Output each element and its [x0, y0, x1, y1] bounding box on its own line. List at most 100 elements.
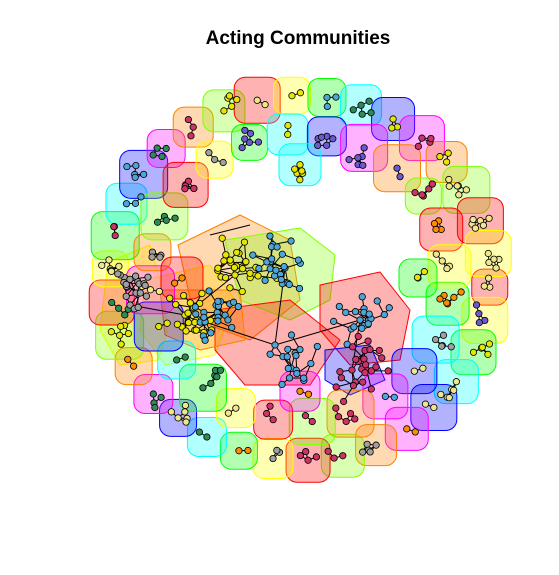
network-node: [190, 184, 198, 193]
network-node: [181, 401, 190, 409]
network-node: [444, 149, 452, 157]
network-node: [450, 386, 458, 394]
network-node: [203, 433, 211, 441]
network-node: [430, 219, 439, 228]
network-node: [149, 151, 157, 159]
network-node: [269, 454, 277, 463]
network-node: [296, 387, 304, 395]
network-node: [192, 310, 200, 318]
network-node: [342, 308, 350, 317]
network-node: [364, 320, 372, 328]
network-node: [214, 297, 222, 305]
network-node: [312, 453, 321, 461]
network-node: [235, 447, 243, 455]
network-node: [484, 350, 492, 358]
network-node: [186, 299, 194, 307]
network-node: [307, 359, 315, 368]
network-node: [380, 311, 388, 319]
network-node: [254, 272, 262, 280]
network-node: [302, 447, 310, 456]
network-node: [372, 363, 380, 371]
network-node: [300, 374, 308, 382]
network-node: [205, 149, 213, 157]
network-node: [354, 154, 362, 162]
network-node: [241, 135, 249, 143]
network-node: [411, 189, 419, 197]
network-node: [262, 409, 271, 418]
network-node: [284, 121, 292, 130]
network-node: [155, 287, 163, 296]
network-node: [229, 298, 238, 306]
network-node: [266, 402, 274, 410]
network-node: [367, 367, 375, 375]
network-node: [226, 256, 234, 264]
network-node: [362, 361, 370, 369]
network-node: [472, 301, 481, 309]
network-node: [148, 253, 156, 261]
network-node: [358, 110, 366, 118]
network-node: [158, 152, 166, 161]
network-node: [214, 264, 222, 272]
network-node: [351, 415, 359, 423]
network-node: [411, 428, 419, 436]
network-node: [116, 331, 124, 339]
network-node: [261, 276, 269, 285]
network-nodes: [98, 89, 503, 464]
network-node: [485, 340, 494, 348]
network-node: [413, 273, 422, 281]
network-node: [220, 107, 228, 115]
network-node: [484, 274, 493, 282]
network-node: [296, 451, 304, 460]
network-node: [366, 448, 374, 456]
network-node: [351, 308, 360, 316]
network-node: [332, 404, 340, 412]
network-node: [271, 341, 279, 349]
network-node: [437, 390, 445, 399]
network-node: [304, 456, 312, 464]
network-node: [354, 332, 362, 341]
network-node: [350, 323, 358, 331]
network-node: [153, 144, 161, 152]
network-node: [123, 162, 131, 171]
network-node: [414, 142, 422, 150]
network-node: [130, 362, 138, 370]
network-node: [266, 350, 274, 358]
network-node: [365, 97, 373, 105]
network-node: [205, 287, 213, 295]
network-node: [291, 165, 299, 173]
network-node: [230, 263, 239, 272]
network-node: [366, 345, 374, 354]
network-node: [425, 185, 433, 193]
network-node: [284, 130, 292, 139]
network-node: [452, 378, 460, 386]
network-node: [225, 92, 234, 100]
network-edge: [209, 224, 251, 236]
network-node: [296, 89, 305, 97]
network-node: [295, 284, 304, 293]
network-node: [141, 281, 149, 289]
network-node: [453, 182, 461, 190]
network-node: [364, 337, 372, 345]
network-node: [249, 251, 257, 259]
network-node: [111, 231, 119, 240]
network-node: [335, 302, 343, 311]
network-node: [373, 297, 381, 305]
network-node: [136, 289, 144, 297]
network-node: [219, 158, 227, 167]
network-node: [445, 182, 453, 190]
network-node: [469, 348, 478, 356]
network-node: [363, 440, 371, 448]
network-node: [228, 323, 236, 332]
network-node: [222, 251, 230, 259]
network-node: [359, 448, 367, 456]
network-node: [221, 274, 230, 282]
network-node: [122, 200, 131, 208]
network-node: [329, 135, 337, 143]
network-node: [345, 156, 353, 164]
network-node: [356, 316, 364, 324]
network-node: [114, 270, 122, 278]
network-node: [336, 368, 344, 376]
network-node: [294, 256, 302, 264]
network-node: [226, 284, 234, 292]
